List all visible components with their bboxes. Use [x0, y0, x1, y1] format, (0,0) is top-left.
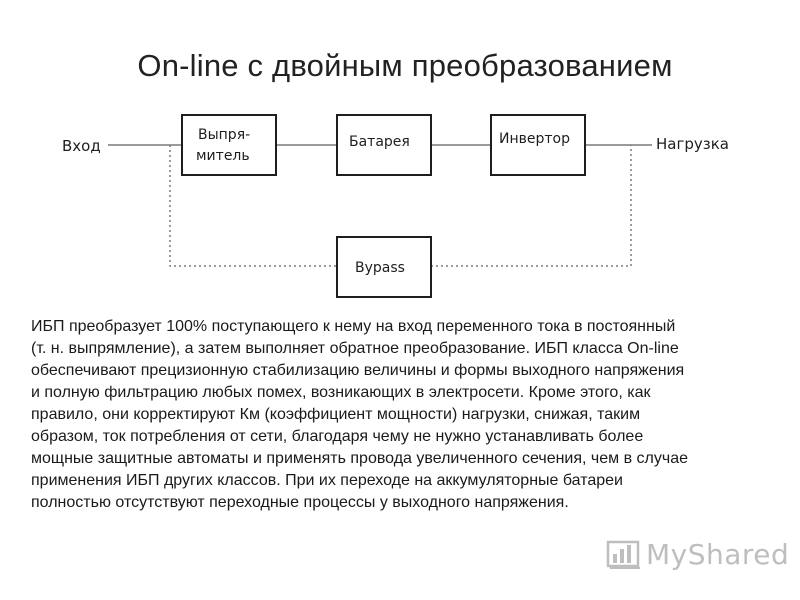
inverter-label: Инвертор: [499, 131, 570, 147]
ups-block-diagram: Вход Нагрузка Выпря- митель Батарея Инве…: [62, 114, 729, 298]
rectifier-label-line1: Выпря-: [198, 127, 250, 143]
battery-block: Батарея: [336, 114, 432, 176]
input-label: Вход: [62, 137, 101, 155]
description-line: ИБП преобразует 100% поступающего к нему…: [31, 318, 676, 335]
bypass-label: Bypass: [355, 260, 405, 276]
description-line: правило, они корректируют Км (коэффициен…: [31, 406, 641, 423]
bypass-block: Bypass: [336, 236, 432, 298]
inverter-block: Инвертор: [490, 114, 586, 176]
description-line: мощные защитные автоматы и применять про…: [31, 450, 689, 467]
bar-chart-icon: [606, 540, 640, 569]
rectifier-label-line2: митель: [196, 148, 250, 164]
bypass-wire-left: [169, 145, 337, 267]
battery-label: Батарея: [349, 134, 410, 150]
slide-title: On-line с двойным преобразованием: [137, 48, 673, 83]
description-line: и полную фильтрацию любых помех, возника…: [31, 384, 651, 401]
watermark-text: MyShared: [646, 537, 790, 571]
description-line: полностью отсутствуют переходные процесс…: [31, 494, 569, 511]
description-line: обеспечивают прецизионную стабилизацию в…: [31, 362, 685, 379]
output-label: Нагрузка: [656, 135, 729, 153]
description-line: применения ИБП других классов. При их пе…: [31, 472, 623, 489]
description-text: ИБП преобразует 100% поступающего к нему…: [31, 316, 791, 514]
bypass-wire-right: [431, 145, 632, 267]
description-line: (т. н. выпрямление), а затем выполняет о…: [31, 340, 679, 357]
rectifier-block: Выпря- митель: [181, 114, 277, 176]
myshared-watermark: MyShared: [606, 534, 789, 574]
description-line: образом, ток потребления от сети, благод…: [31, 428, 644, 445]
